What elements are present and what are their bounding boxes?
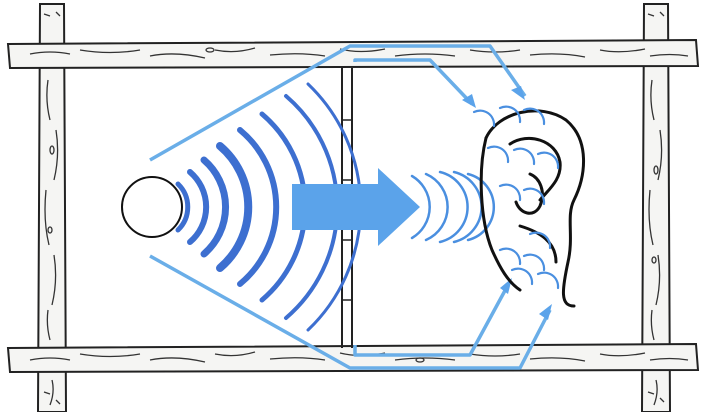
listener-ear [479, 109, 585, 308]
flanking-path-lines [149, 44, 552, 370]
right-post [640, 3, 672, 412]
ear-wave-marks [472, 105, 560, 290]
wood-frame [6, 3, 700, 412]
bottom-flanking-path [149, 254, 552, 370]
top-flanking-path [149, 44, 527, 162]
sound-source-circle [121, 176, 183, 238]
wood-grain [29, 11, 689, 406]
flanking-arrowheads [462, 86, 552, 320]
left-post [36, 3, 68, 412]
top-beam [6, 38, 700, 70]
bottom-beam [6, 342, 700, 374]
direct-sound-arrow [292, 168, 420, 246]
